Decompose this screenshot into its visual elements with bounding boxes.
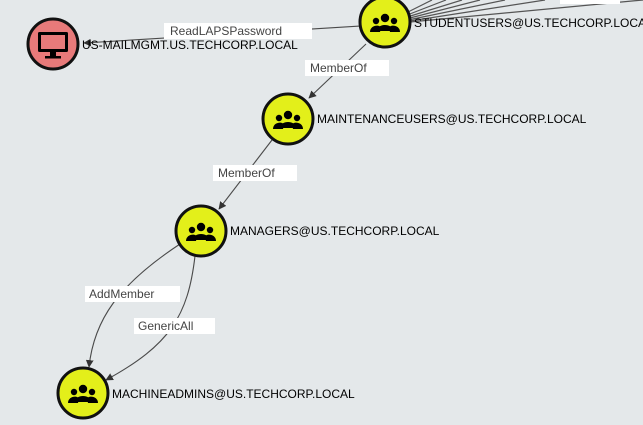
edge-label-genericall: GenericAll	[138, 319, 193, 333]
node-computer-mailmgmt[interactable]: US-MAILMGMT.US.TECHCORP.LOCAL	[26, 17, 298, 71]
offscreen-edges	[399, 0, 643, 23]
edge-label-box	[164, 23, 312, 39]
node-group-machineadmins[interactable]: MACHINEADMINS@US.TECHCORP.LOCAL	[56, 366, 355, 420]
edge-readlaps[interactable]: ReadLAPSPassword	[83, 22, 411, 47]
edge-memberof-2[interactable]: MemberOf	[213, 139, 297, 210]
node-label-studentusers: STUDENTUSERS@US.TECHCORP.LOCAL	[414, 16, 643, 30]
edge-addmember[interactable]: AddMember	[85, 243, 181, 368]
edge-label-addmember: AddMember	[89, 287, 154, 301]
edge-label-box	[85, 286, 180, 302]
edge-memberof-1[interactable]: MemberOf	[305, 43, 389, 99]
computer-icon	[38, 32, 68, 59]
edge-label-memberof-2: MemberOf	[218, 166, 275, 180]
edge-label-readlaps: ReadLAPSPassword	[170, 24, 282, 38]
node-label-mailmgmt: US-MAILMGMT.US.TECHCORP.LOCAL	[82, 38, 298, 52]
node-label-maintenanceusers: MAINTENANCEUSERS@US.TECHCORP.LOCAL	[317, 112, 587, 126]
edge-label-box	[213, 165, 297, 181]
node-label-machineadmins: MACHINEADMINS@US.TECHCORP.LOCAL	[112, 387, 355, 401]
node-group-managers[interactable]: MANAGERS@US.TECHCORP.LOCAL	[174, 204, 440, 258]
edge-label-box	[305, 60, 389, 76]
node-label-managers: MANAGERS@US.TECHCORP.LOCAL	[230, 224, 440, 238]
node-group-maintenanceusers[interactable]: MAINTENANCEUSERS@US.TECHCORP.LOCAL	[261, 92, 587, 146]
edge-label-memberof-1: MemberOf	[310, 61, 367, 75]
edge-genericall[interactable]: GenericAll	[105, 255, 215, 381]
edge-label-box	[134, 318, 215, 334]
node-group-studentusers[interactable]: STUDENTUSERS@US.TECHCORP.LOCAL	[358, 0, 643, 49]
